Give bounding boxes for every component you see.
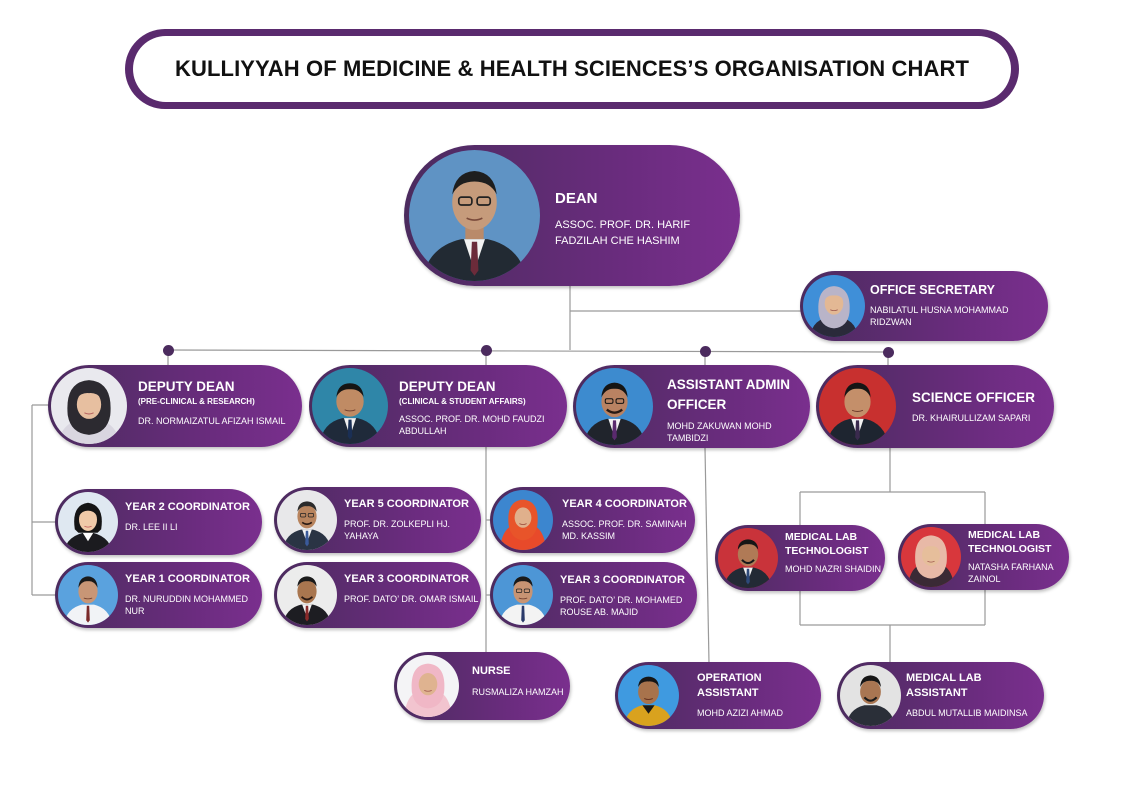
card-year3-coordinator-omar: YEAR 3 COORDINATOR PROF. DATO’ DR. OMAR … — [274, 562, 481, 628]
name-office-secretary: NABILATUL HUSNA MOHAMMAD RIDZWAN — [870, 305, 1009, 328]
card-science-officer: SCIENCE OFFICER DR. KHAIRULLIZAM SAPARI — [816, 365, 1054, 448]
role-office-secretary: OFFICE SECRETARY — [870, 283, 996, 297]
person-photo-icon — [58, 565, 118, 625]
card-dean: DEAN ASSOC. PROF. DR. HARIF FADZILAH CHE… — [404, 145, 740, 286]
person-photo-icon — [493, 565, 553, 625]
photo-medical-lab-technologist-1 — [718, 528, 778, 588]
name-nurse: RUSMALIZA HAMZAH — [472, 687, 564, 698]
photo-year3-coordinator-mohamed — [493, 565, 553, 625]
person-photo-icon — [51, 368, 127, 444]
connector-dot — [883, 347, 894, 358]
photo-assistant-admin-officer — [576, 368, 653, 445]
photo-dean — [409, 150, 540, 281]
role-deputy-dean-clinical: DEPUTY DEAN — [399, 379, 496, 394]
title-banner: KULLIYYAH OF MEDICINE & HEALTH SCIENCES’… — [125, 29, 1019, 109]
name-year5-coordinator: PROF. DR. ZOLKEPLI HJ. YAHAYA — [344, 519, 451, 542]
sub-deputy-dean-clinical: (CLINICAL & STUDENT AFFAIRS) — [399, 397, 526, 407]
person-photo-icon — [618, 665, 679, 726]
connector-dot — [163, 345, 174, 356]
name-year2-coordinator: DR. LEE II LI — [125, 522, 178, 533]
card-year3-coordinator-mohamed: YEAR 3 COORDINATOR PROF. DATO’ DR. MOHAM… — [490, 562, 697, 628]
name-medical-lab-technologist-2: NATASHA FARHANA ZAINOL — [968, 562, 1054, 585]
name-year1-coordinator: DR. NURUDDIN MOHAMMED NUR — [125, 594, 248, 617]
photo-office-secretary — [803, 275, 865, 337]
role-year4-coordinator: YEAR 4 COORDINATOR — [562, 498, 687, 510]
name-assistant-admin-officer: MOHD ZAKUWAN MOHD TAMBIDZI — [667, 421, 772, 444]
name-year3-coordinator-omar: PROF. DATO’ DR. OMAR ISMAIL — [344, 594, 479, 605]
photo-deputy-dean-clinical — [312, 368, 388, 444]
photo-medical-lab-technologist-2 — [901, 527, 961, 587]
role-assistant-admin-officer: ASSISTANT ADMIN OFFICER — [667, 377, 790, 412]
photo-science-officer — [819, 368, 896, 445]
card-medical-lab-technologist-2: MEDICAL LAB TECHNOLOGIST NATASHA FARHANA… — [898, 524, 1069, 590]
photo-year4-coordinator — [493, 490, 553, 550]
photo-year1-coordinator — [58, 565, 118, 625]
role-year2-coordinator: YEAR 2 COORDINATOR — [125, 501, 250, 513]
photo-year3-coordinator-omar — [277, 565, 337, 625]
person-photo-icon — [312, 368, 388, 444]
person-photo-icon — [409, 150, 540, 281]
name-deputy-dean-preclinical: DR. NORMAIZATUL AFIZAH ISMAIL — [138, 416, 286, 427]
role-dean: DEAN — [555, 190, 598, 207]
card-medical-lab-assistant: MEDICAL LAB ASSISTANT ABDUL MUTALLIB MAI… — [837, 662, 1044, 729]
person-photo-icon — [718, 528, 778, 588]
person-photo-icon — [803, 275, 865, 337]
role-medical-lab-technologist-1: MEDICAL LAB TECHNOLOGIST — [785, 531, 869, 557]
card-year1-coordinator: YEAR 1 COORDINATOR DR. NURUDDIN MOHAMMED… — [55, 562, 262, 628]
person-photo-icon — [397, 655, 459, 717]
person-photo-icon — [277, 565, 337, 625]
person-photo-icon — [493, 490, 553, 550]
card-deputy-dean-clinical: DEPUTY DEAN (CLINICAL & STUDENT AFFAIRS)… — [309, 365, 567, 447]
role-year5-coordinator: YEAR 5 COORDINATOR — [344, 498, 469, 510]
connector-dot — [481, 345, 492, 356]
card-assistant-admin-officer: ASSISTANT ADMIN OFFICER MOHD ZAKUWAN MOH… — [573, 365, 810, 448]
role-nurse: NURSE — [472, 665, 511, 677]
card-year2-coordinator: YEAR 2 COORDINATOR DR. LEE II LI — [55, 489, 262, 555]
card-medical-lab-technologist-1: MEDICAL LAB TECHNOLOGIST MOHD NAZRI SHAI… — [715, 525, 885, 591]
card-year4-coordinator: YEAR 4 COORDINATOR ASSOC. PROF. DR. SAMI… — [490, 487, 695, 553]
card-operation-assistant: OPERATION ASSISTANT MOHD AZIZI AHMAD — [615, 662, 821, 729]
connector-dot — [700, 346, 711, 357]
role-medical-lab-technologist-2: MEDICAL LAB TECHNOLOGIST — [968, 529, 1052, 555]
role-medical-lab-assistant: MEDICAL LAB ASSISTANT — [906, 672, 982, 699]
role-deputy-dean-preclinical: DEPUTY DEAN — [138, 379, 235, 394]
person-photo-icon — [277, 490, 337, 550]
name-science-officer: DR. KHAIRULLIZAM SAPARI — [912, 413, 1031, 424]
role-year1-coordinator: YEAR 1 COORDINATOR — [125, 573, 250, 585]
photo-medical-lab-assistant — [840, 665, 901, 726]
person-photo-icon — [840, 665, 901, 726]
name-medical-lab-technologist-1: MOHD NAZRI SHAIDIN — [785, 564, 882, 575]
photo-deputy-dean-preclinical — [51, 368, 127, 444]
page-title: KULLIYYAH OF MEDICINE & HEALTH SCIENCES’… — [175, 56, 969, 81]
connector-bus — [167, 349, 889, 353]
role-operation-assistant: OPERATION ASSISTANT — [697, 672, 762, 699]
name-medical-lab-assistant: ABDUL MUTALLIB MAIDINSA — [906, 707, 1028, 718]
name-year3-coordinator-mohamed: PROF. DATO’ DR. MOHAMED ROUSE AB. MAJID — [560, 595, 683, 618]
card-year5-coordinator: YEAR 5 COORDINATOR PROF. DR. ZOLKEPLI HJ… — [274, 487, 481, 553]
photo-nurse — [397, 655, 459, 717]
name-dean: ASSOC. PROF. DR. HARIF FADZILAH CHE HASH… — [555, 219, 691, 247]
role-year3-coordinator-mohamed: YEAR 3 COORDINATOR — [560, 574, 685, 586]
person-photo-icon — [58, 492, 118, 552]
name-operation-assistant: MOHD AZIZI AHMAD — [697, 707, 784, 718]
role-year3-coordinator-omar: YEAR 3 COORDINATOR — [344, 573, 469, 585]
name-year4-coordinator: ASSOC. PROF. DR. SAMINAH MD. KASSIM — [562, 519, 687, 542]
role-science-officer: SCIENCE OFFICER — [912, 390, 1036, 405]
card-office-secretary: OFFICE SECRETARY NABILATUL HUSNA MOHAMMA… — [800, 271, 1048, 341]
card-deputy-dean-preclinical: DEPUTY DEAN (PRE-CLINICAL & RESEARCH) DR… — [48, 365, 302, 447]
person-photo-icon — [901, 527, 961, 587]
card-nurse: NURSE RUSMALIZA HAMZAH — [394, 652, 570, 720]
person-photo-icon — [576, 368, 653, 445]
photo-operation-assistant — [618, 665, 679, 726]
photo-year5-coordinator — [277, 490, 337, 550]
name-deputy-dean-clinical: ASSOC. PROF. DR. MOHD FAUDZI ABDULLAH — [399, 414, 545, 437]
sub-deputy-dean-preclinical: (PRE-CLINICAL & RESEARCH) — [138, 397, 255, 407]
title-banner-inner: KULLIYYAH OF MEDICINE & HEALTH SCIENCES’… — [133, 36, 1011, 102]
person-photo-icon — [819, 368, 896, 445]
photo-year2-coordinator — [58, 492, 118, 552]
